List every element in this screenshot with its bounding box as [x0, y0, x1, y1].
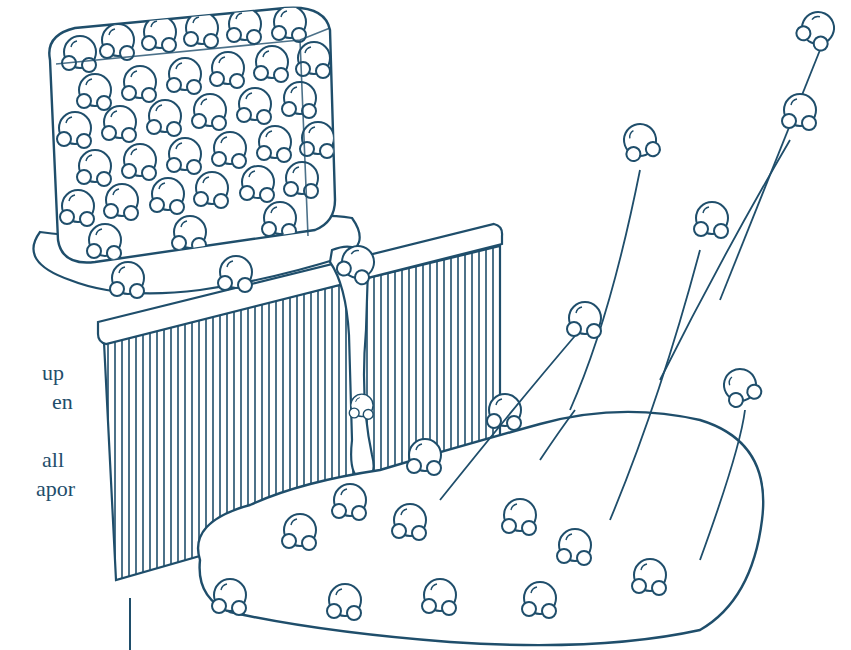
water-molecule: [62, 36, 96, 72]
water-molecule: [282, 514, 316, 550]
water-molecule: [422, 579, 456, 615]
water-molecule: [172, 216, 206, 252]
water-molecule: [77, 74, 111, 110]
ice-cube: [49, 8, 335, 263]
water-molecule: [102, 106, 136, 142]
water-molecule: [212, 579, 246, 615]
water-molecule: [782, 94, 816, 130]
water-molecule: [212, 132, 246, 168]
cube-edge: [56, 28, 330, 236]
water-molecule: [87, 224, 121, 260]
water-molecule: [407, 439, 441, 475]
water-molecule: [487, 394, 521, 430]
water-molecule: [110, 262, 144, 298]
water-molecule: [282, 82, 316, 118]
water-molecule: [184, 12, 218, 48]
water-molecule: [262, 202, 296, 238]
margin-text: up: [42, 360, 64, 386]
water-molecule: [349, 394, 373, 419]
rule-line: [129, 598, 131, 650]
water-molecule: [218, 256, 252, 292]
floor-puddle: [198, 412, 763, 645]
water-molecule: [332, 484, 366, 520]
water-molecule: [502, 499, 536, 535]
margin-text: apor: [36, 476, 75, 502]
water-molecule: [392, 504, 426, 540]
water-molecule: [167, 138, 201, 174]
water-molecule: [716, 363, 763, 411]
water-molecule: [618, 119, 662, 164]
water-molecule: [254, 46, 288, 82]
water-molecule: [522, 582, 556, 618]
water-molecule: [77, 150, 111, 186]
motion-trails: [440, 50, 820, 560]
water-molecule: [150, 178, 184, 214]
water-molecule: [327, 584, 361, 620]
water-molecule: [272, 6, 306, 42]
water-molecule: [694, 202, 728, 238]
water-molecule: [122, 144, 156, 180]
water-molecule: [257, 126, 291, 162]
water-molecule: [557, 529, 591, 565]
water-molecule: [100, 24, 134, 60]
water-molecule: [142, 16, 176, 52]
water-molecule: [57, 112, 91, 148]
water-molecule: [334, 241, 378, 286]
water-molecule: [284, 162, 318, 198]
water-molecule: [122, 66, 156, 102]
water-molecule: [104, 184, 138, 220]
ice-molecules: [57, 6, 334, 260]
water-molecule: [192, 94, 226, 130]
water-molecule: [240, 166, 274, 202]
water-molecule: [237, 88, 271, 124]
water-molecule: [167, 58, 201, 94]
water-molecule: [567, 302, 601, 338]
water-molecule: [194, 172, 228, 208]
water-molecule: [227, 8, 261, 44]
margin-text: all: [42, 447, 64, 473]
water-molecule: [793, 6, 839, 53]
water-molecule: [60, 190, 94, 226]
water-molecule: [147, 100, 181, 136]
water-molecule: [632, 559, 666, 595]
margin-text: en: [52, 389, 73, 415]
water-molecule: [210, 52, 244, 88]
